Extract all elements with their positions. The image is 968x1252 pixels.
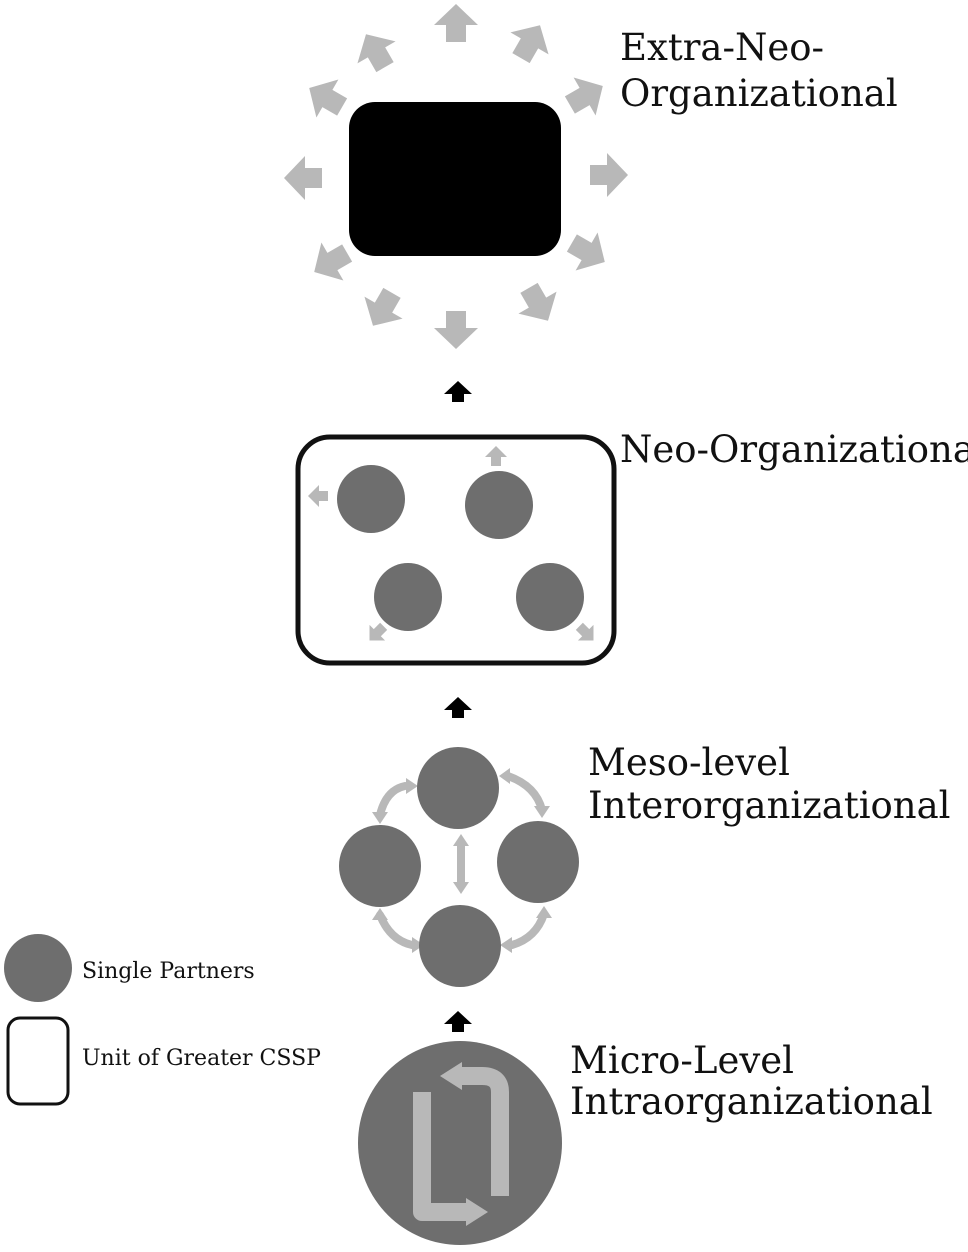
outward-arrow-icon [284,156,322,200]
arrowhead-icon [534,806,550,818]
legend-partner-label: Single Partners [82,959,255,984]
extra-neo-label-line1: Extra-Neo- [620,26,824,69]
partner-circle [417,747,499,829]
outward-arrow-icon [434,4,478,42]
partner-circle [374,563,442,631]
partner-circle [339,825,421,907]
outward-arrow-icon [558,66,614,125]
arrowhead-icon [500,937,512,953]
partner-arrow-icon [485,446,507,466]
legend: Single Partners Unit of Greater CSSP [4,934,321,1106]
extra-neo-label-line2: Organizational [620,72,898,115]
partner-circle [497,821,579,903]
neo-label: Neo-Organizational [620,428,968,471]
partner-circle [465,471,533,539]
meso-level-network [339,747,579,987]
meso-label-line2: Interorganizational [588,784,951,827]
arrowhead-icon [466,1198,488,1226]
legend-unit-icon [6,1016,70,1106]
extra-neo-organizational-unit [284,4,628,349]
outward-arrow-icon [298,68,354,127]
arrowhead-icon [453,882,469,894]
arrowhead-icon [440,1062,462,1090]
arrowhead-icon [499,768,510,784]
curved-arrow [508,910,548,949]
partner-circle [419,905,501,987]
curved-arrow [504,772,546,814]
up-arrow-icon [444,381,472,402]
neo-unit-frame [295,434,617,666]
partner-circle [337,465,405,533]
outward-arrow-icon [501,14,560,70]
outward-arrow-icon [590,153,628,197]
cycle-arrows-icon [413,1067,509,1221]
legend-partner-icon [4,934,72,1002]
outward-arrow-icon [434,311,478,349]
outward-arrow-icon [560,223,616,282]
arrowhead-icon [453,834,469,846]
micro-label-line1: Micro-Level [570,1039,794,1082]
micro-level-partner [358,1041,562,1245]
arrowhead-icon [412,937,424,953]
outward-arrow-icon [509,276,568,332]
partner-circle [516,563,584,631]
outward-arrow-icon [303,233,359,292]
meso-label-line1: Meso-level [588,741,790,784]
extra-neo-unit-block [349,102,561,256]
partner-arrow-icon [571,618,602,649]
partner-circle [358,1041,562,1245]
arrowhead-icon [536,906,552,918]
curved-arrow [376,782,409,819]
arrowhead-icon [406,778,418,794]
arrowhead-icon [372,908,388,920]
partner-arrow-icon [308,485,328,507]
up-arrow-icon [444,697,472,718]
outward-arrow-icon [353,281,412,337]
neo-organizational-unit [295,434,617,666]
up-arrow-icon [444,1011,472,1032]
outward-arrow-icon [346,23,405,79]
arrowhead-icon [372,812,388,824]
legend-unit-label: Unit of Greater CSSP [82,1046,321,1071]
micro-label-line2: Intraorganizational [570,1080,933,1123]
